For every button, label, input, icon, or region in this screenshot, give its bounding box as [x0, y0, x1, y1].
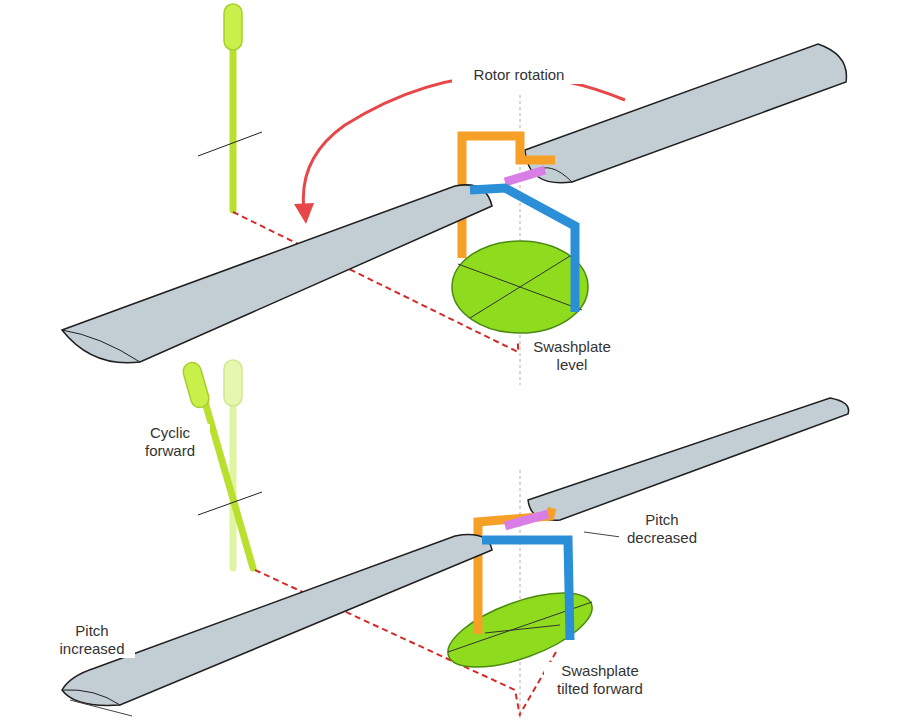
- pitch-label: Pitch decreased: [619, 511, 705, 547]
- rotor-blade: [528, 398, 849, 520]
- cyclic-stick: [230, 40, 237, 210]
- rotation-label: Rotor rotation: [452, 66, 586, 84]
- swashplate-cross: [485, 625, 560, 633]
- blade-airfoil: [62, 330, 140, 362]
- hub-shaft: [505, 170, 545, 182]
- pitch-link-orange: [478, 508, 552, 634]
- pivot-line: [198, 132, 262, 156]
- cyclic-grip: [224, 4, 242, 50]
- cyclic-grip-neutral: [224, 360, 242, 406]
- pitch-label: Pitch increased: [49, 622, 135, 658]
- mast-axis: [520, 470, 521, 718]
- swashplate-label: Swashplate tilted forward: [544, 662, 656, 698]
- swashplate: [452, 241, 588, 333]
- rotation-arrowhead: [294, 203, 314, 224]
- cyclic-grip: [181, 360, 211, 409]
- pitch-link-blue: [482, 540, 570, 640]
- pitch-link-blue: [470, 188, 575, 312]
- blade-airfoil: [62, 690, 120, 705]
- hub-shaft: [505, 514, 548, 526]
- rotor-blade: [525, 44, 846, 183]
- swashplate-label: Swashplate level: [524, 338, 620, 374]
- cyclic-label: Cyclic forward: [130, 424, 210, 460]
- rotor-blade: [62, 185, 492, 363]
- pivot-line: [198, 492, 262, 515]
- swashplate-cross: [470, 256, 570, 318]
- cyclic-stick: [203, 395, 253, 568]
- rotor-blade: [62, 535, 492, 706]
- pitch-reference-line: [70, 700, 132, 716]
